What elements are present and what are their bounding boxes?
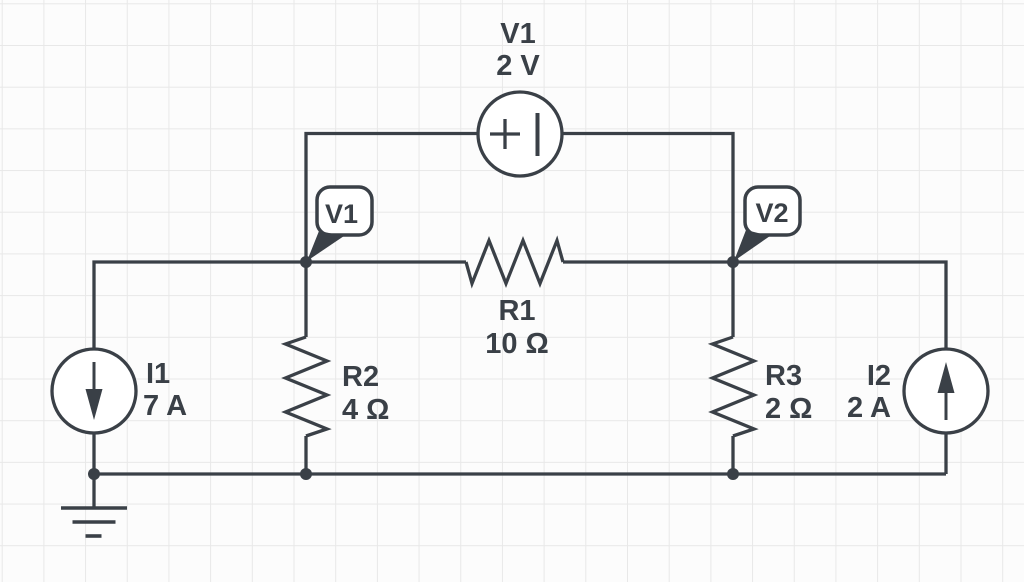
node-label-tail bbox=[307, 231, 344, 261]
current-source-i2-value: 2 A bbox=[847, 392, 891, 424]
node-label-v1[interactable]: V1 bbox=[307, 185, 374, 261]
node-label-tail bbox=[734, 230, 770, 261]
current-source-i2-name: I2 bbox=[867, 360, 891, 392]
resistor-r2-name: R2 bbox=[342, 361, 379, 393]
down-arrow-icon bbox=[85, 389, 103, 420]
wire-middle-left[interactable] bbox=[92, 260, 466, 349]
resistor-r2-zigzag[interactable] bbox=[280, 335, 332, 438]
junction-dot-node1 bbox=[300, 256, 312, 268]
wire-middle-right[interactable] bbox=[563, 260, 948, 349]
resistor-r3-zigzag[interactable] bbox=[707, 335, 759, 438]
plus-terminal-icon bbox=[490, 119, 520, 149]
resistor-r3[interactable]: R3 2 Ω bbox=[707, 335, 813, 438]
resistor-r3-value: 2 Ω bbox=[765, 393, 812, 425]
voltage-source-v1-name: V1 bbox=[500, 18, 535, 50]
node-label-bubble[interactable] bbox=[315, 185, 374, 237]
resistor-r1-name: R1 bbox=[498, 295, 535, 327]
wire-top-left[interactable] bbox=[304, 131, 478, 263]
up-arrow-icon bbox=[937, 362, 955, 393]
resistor-r1[interactable]: R1 10 Ω bbox=[464, 235, 565, 361]
current-source-i1[interactable]: I1 7 A bbox=[50, 347, 187, 435]
node-label-v1-text: V1 bbox=[325, 199, 358, 229]
resistor-r1-value: 10 Ω bbox=[485, 328, 549, 360]
junction-dot-node2 bbox=[727, 256, 739, 268]
current-source-i1-name: I1 bbox=[146, 358, 170, 390]
wire-top-right[interactable] bbox=[562, 131, 735, 263]
junction-dots bbox=[88, 256, 739, 480]
current-source-i1-value: 7 A bbox=[143, 390, 187, 422]
ground-symbol[interactable] bbox=[61, 474, 127, 538]
resistor-r2[interactable]: R2 4 Ω bbox=[280, 335, 390, 438]
voltage-source-v1-value: 2 V bbox=[496, 50, 540, 82]
wire-network bbox=[92, 131, 948, 476]
junction-dot-ground bbox=[88, 468, 100, 480]
node-label-bubble[interactable] bbox=[743, 185, 802, 237]
current-source-i2[interactable]: I2 2 A bbox=[847, 347, 990, 435]
node-label-v2-text: V2 bbox=[755, 198, 788, 228]
resistor-r1-zigzag[interactable] bbox=[464, 235, 565, 289]
resistor-r2-value: 4 Ω bbox=[342, 394, 389, 426]
junction-dot-r2-bottom bbox=[300, 468, 312, 480]
resistor-r3-name: R3 bbox=[765, 360, 802, 392]
junction-dot-r3-bottom bbox=[727, 468, 739, 480]
node-label-v2[interactable]: V2 bbox=[734, 185, 802, 261]
voltage-source-v1[interactable]: V1 2 V bbox=[476, 18, 564, 178]
